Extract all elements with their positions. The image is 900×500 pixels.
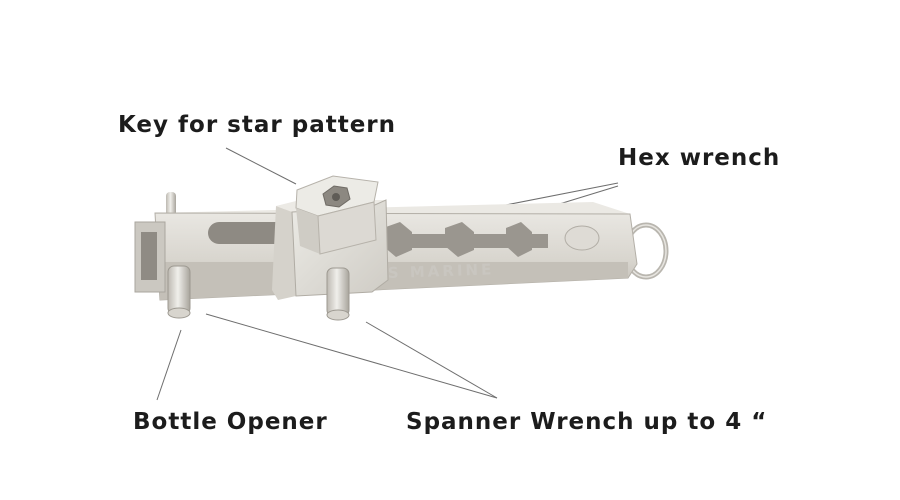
multitool: S MARINE	[134, 175, 669, 321]
pin-spanner	[326, 267, 350, 317]
hex-slot-channel	[383, 234, 548, 248]
leader-line-key	[225, 147, 297, 185]
label-spanner-wrench: Spanner Wrench up to 4 “	[406, 409, 768, 435]
end-socket-hole	[141, 232, 157, 280]
leader-lines	[156, 147, 619, 401]
label-hex-wrench: Hex wrench	[618, 145, 781, 171]
pin-spanner-cap	[326, 309, 350, 321]
hex-block-side	[317, 201, 377, 255]
hex-block-front	[296, 208, 320, 254]
slider-block-front	[272, 206, 296, 300]
leader-line-bottle	[156, 329, 182, 401]
label-key-for-star-pattern: Key for star pattern	[118, 112, 397, 138]
label-bottle-opener: Bottle Opener	[133, 409, 328, 435]
pin-bottle-opener-cap	[167, 307, 191, 319]
bar-engraving: S MARINE	[388, 260, 495, 282]
pin-bottle-opener	[167, 265, 191, 315]
leader-line-spanner-2	[365, 321, 498, 399]
release-button	[564, 225, 600, 251]
hex-socket-center	[332, 193, 340, 201]
leader-line-spanner-1	[205, 313, 498, 399]
